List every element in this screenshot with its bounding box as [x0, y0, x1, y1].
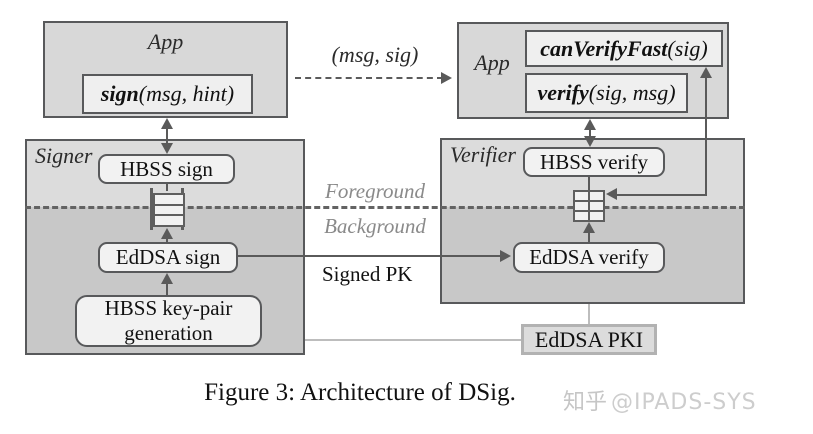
eddsa-verify-box: EdDSA verify	[513, 242, 665, 273]
hbss-verify-label: HBSS verify	[540, 149, 648, 174]
eddsa-pki-label: EdDSA PKI	[534, 326, 644, 352]
signer-app-title: App	[147, 29, 184, 54]
signed-pk-line	[238, 255, 502, 257]
verify-api-box: verify(sig, msg)	[525, 73, 688, 113]
app-hbss-verify-line	[589, 127, 591, 140]
foreground-background-divider	[25, 206, 745, 209]
grid-canverifyfast-horizontal-line	[612, 194, 707, 196]
eddsa-sign-box: EdDSA sign	[98, 242, 238, 273]
grid-canverifyfast-arrowhead-left-icon	[606, 188, 617, 200]
hbss-sign-box: HBSS sign	[98, 154, 235, 184]
msg-sig-arrowhead-icon	[441, 72, 452, 84]
app-hbss-sign-arrowhead-up-icon	[161, 118, 173, 129]
app-hbss-verify-arrowhead-down-icon	[584, 136, 596, 147]
eddsa-pki-box: EdDSA PKI	[521, 324, 657, 355]
eddsa-verify-grid-line	[588, 231, 590, 243]
grid-canverifyfast-vertical-line	[705, 74, 707, 196]
eddsa-sign-queue-line	[166, 236, 168, 244]
app-hbss-sign-line	[166, 126, 168, 146]
hbss-verify-grid-line	[588, 177, 590, 191]
signature-cache-grid-icon	[573, 190, 605, 222]
msg-sig-label: (msg, sig)	[331, 42, 419, 67]
hbss-sign-label: HBSS sign	[120, 156, 213, 181]
sign-api-label: sign(msg, hint)	[100, 81, 235, 106]
signed-pk-arrowhead-icon	[500, 250, 511, 262]
foreground-label: Foreground	[325, 179, 425, 203]
verifier-title: Verifier	[450, 142, 516, 167]
app-hbss-sign-arrowhead-down-icon	[161, 143, 173, 154]
keypair-eddsa-sign-arrowhead-icon	[161, 273, 173, 284]
eddsa-verify-grid-arrowhead-icon	[583, 222, 595, 233]
hbss-sign-queue-line	[166, 183, 168, 191]
pki-horizontal-line	[305, 339, 523, 341]
verify-api-label: verify(sig, msg)	[537, 80, 676, 105]
eddsa-sign-label: EdDSA sign	[115, 245, 221, 269]
msg-sig-dashed-line	[295, 77, 443, 79]
keypair-eddsa-sign-line	[166, 281, 168, 296]
signer-title: Signer	[35, 143, 93, 168]
figure-caption: Figure 3: Architecture of DSig.	[204, 379, 516, 406]
canverifyfast-api-box: canVerifyFast(sig)	[525, 30, 723, 67]
eddsa-verify-label: EdDSA verify	[529, 245, 649, 269]
signature-queue-cells-icon	[153, 193, 185, 227]
app-hbss-verify-arrowhead-up-icon	[584, 119, 596, 130]
hbss-verify-box: HBSS verify	[523, 147, 665, 177]
watermark-zhihu-logo: 知乎	[563, 389, 608, 414]
signed-pk-label: Signed PK	[322, 262, 413, 286]
grid-canverifyfast-arrowhead-up-icon	[700, 67, 712, 78]
eddsa-sign-queue-arrowhead-icon	[161, 228, 173, 239]
watermark-handle: @IPADS-SYS	[611, 390, 757, 415]
sign-api-box: sign(msg, hint)	[82, 74, 253, 114]
verifier-app-title: App	[474, 50, 510, 75]
pki-vertical-line	[588, 304, 590, 326]
watermark: 知乎 @IPADS-SYS	[563, 384, 757, 416]
background-label: Background	[324, 214, 426, 238]
canverifyfast-api-label: canVerifyFast(sig)	[540, 35, 708, 61]
